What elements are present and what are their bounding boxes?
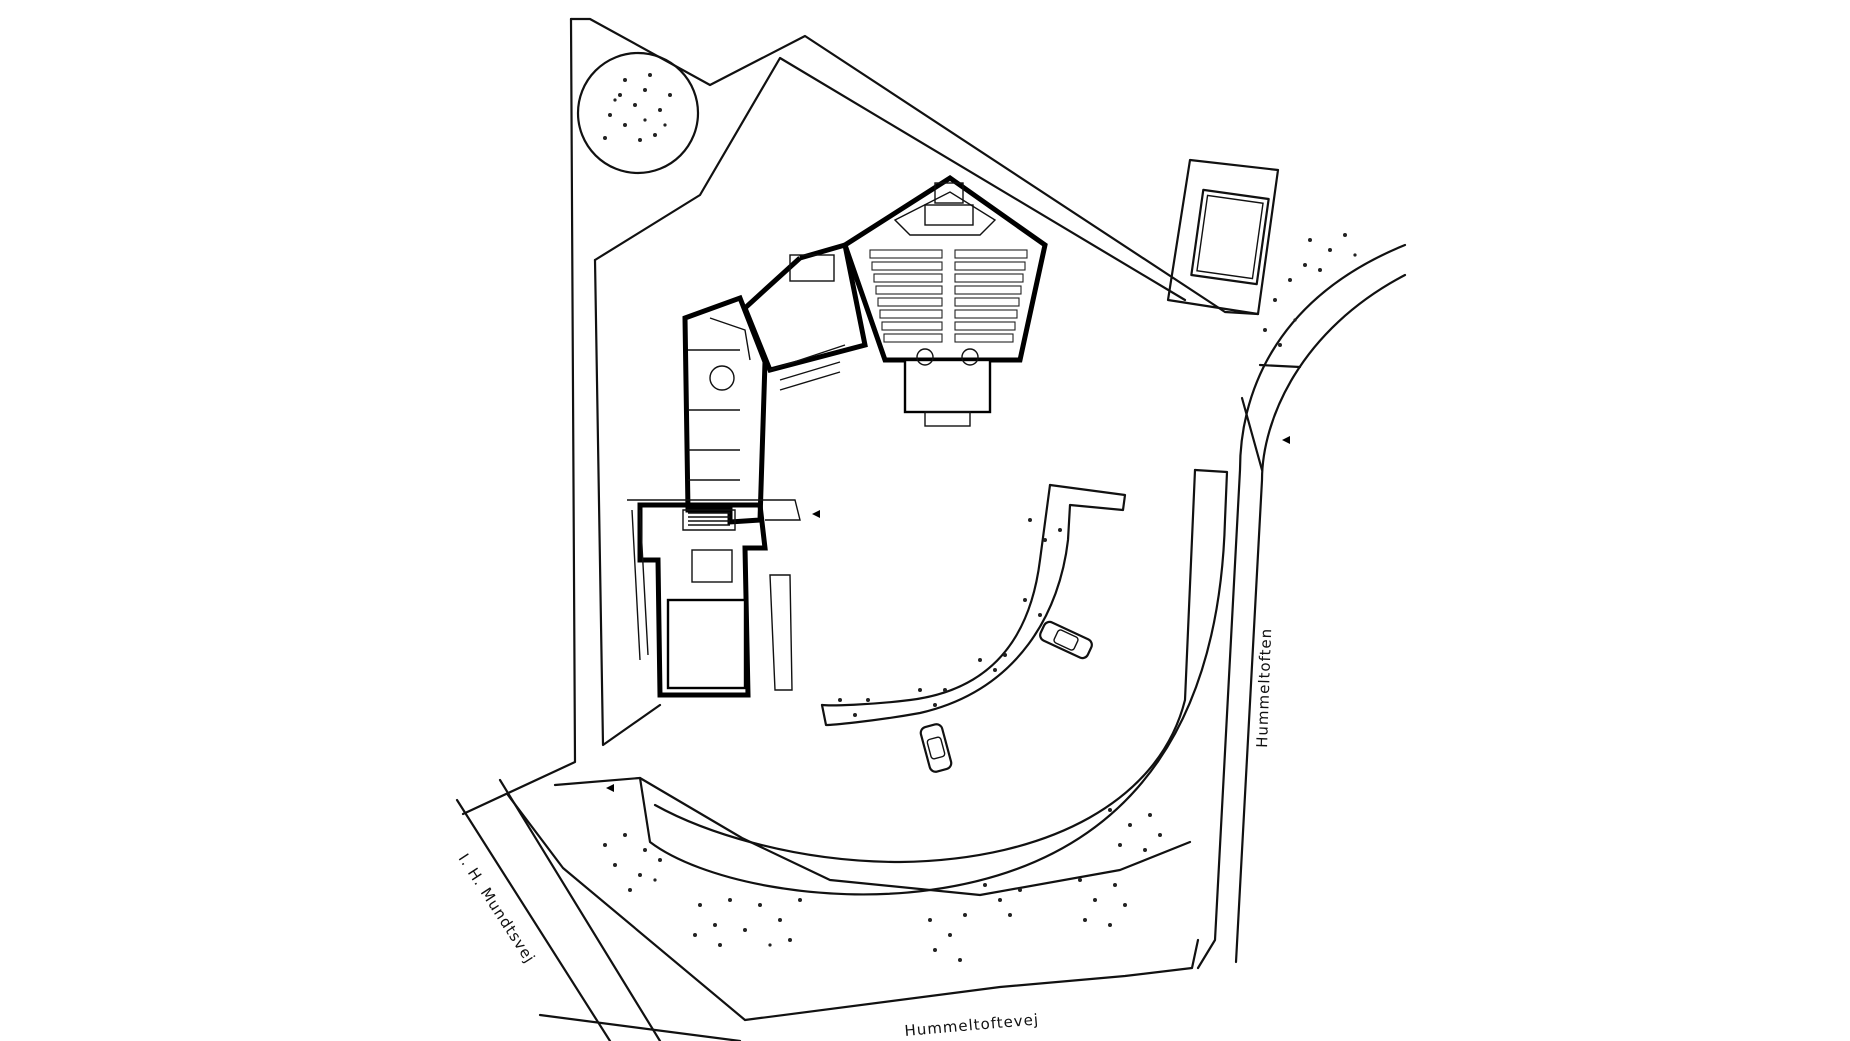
connecting-wing (742, 241, 868, 391)
tree-cluster (1263, 233, 1357, 347)
tree-cluster (693, 898, 802, 947)
pews-right (954, 249, 1028, 343)
trees (576, 51, 1357, 962)
entrance-arrow (1282, 436, 1290, 444)
parish-wing (682, 294, 768, 525)
car (1039, 620, 1093, 660)
street-east (1196, 243, 1407, 970)
pews-left (869, 249, 943, 343)
church-hall (841, 174, 1048, 427)
curved-walkway (820, 483, 1127, 727)
street-label-east: Hummeltoften (1253, 627, 1275, 748)
courtyard (638, 468, 1229, 896)
tree-cluster (1078, 808, 1162, 927)
entrance-arrow (812, 510, 820, 518)
entrance-arrow (606, 784, 614, 792)
property-boundary (461, 17, 1260, 1022)
south-block (627, 499, 801, 698)
street-label-south: Hummeltoftevej (904, 1010, 1040, 1040)
car (919, 723, 953, 773)
street-west (455, 778, 662, 1041)
tree-round-planter (576, 51, 700, 175)
tree-cluster (603, 833, 662, 892)
tree-cluster (928, 883, 1022, 962)
tree-cluster (838, 688, 947, 717)
tree-cluster (978, 518, 1062, 672)
parking-plot (1166, 158, 1280, 316)
street-south (538, 1013, 742, 1041)
